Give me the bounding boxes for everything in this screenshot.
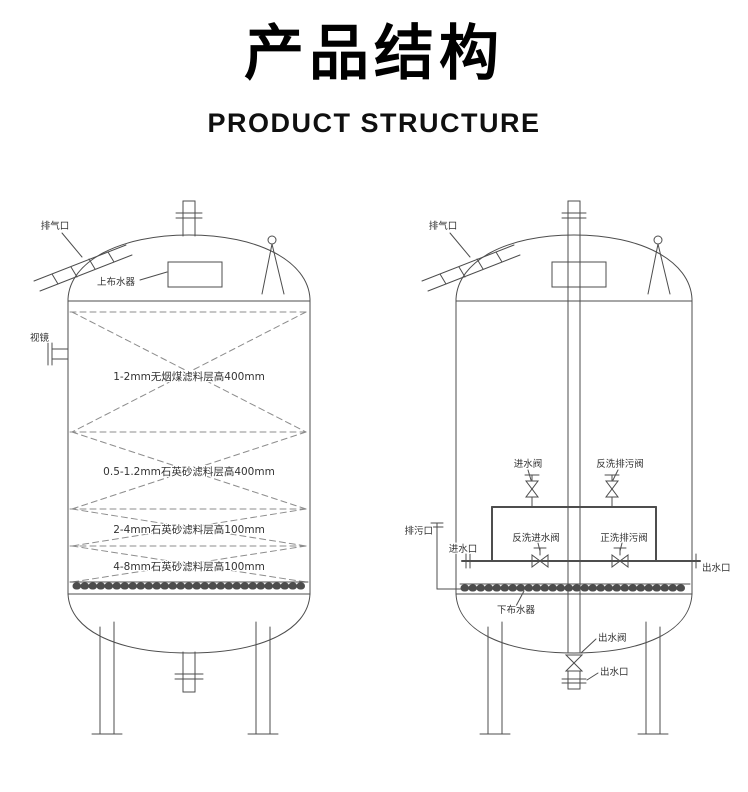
outlet-valve-symbol [561, 638, 599, 690]
product-structure-diagram: 排气口 上布水器 视镜 1-2mm无烟煤滤料层高400mm 0.5-1.2mm石… [29, 200, 732, 735]
media-layer-label-1: 1-2mm无烟煤滤料层高400mm [113, 370, 265, 383]
backwash-inlet-valve-symbol [531, 542, 549, 568]
left-manhole [167, 261, 223, 288]
right-lower-distributor [459, 583, 691, 607]
right-legs [479, 621, 669, 735]
page-header: 产品结构 PRODUCT STRUCTURE [0, 0, 748, 139]
right-central-pipe [561, 200, 587, 653]
left-sight-glass-label: 视镜 [30, 332, 50, 344]
right-tank-drawing: 排气口 进水阀 反洗排污阀 反洗进水阀 正洗排污阀 排污口 进水口 出水口 下布… [403, 200, 732, 735]
backwash-drain-valve-label: 反洗排污阀 [596, 458, 644, 470]
page-subtitle: PRODUCT STRUCTURE [207, 108, 541, 138]
inlet-port-label: 进水口 [449, 543, 478, 555]
right-manhole [551, 261, 607, 288]
manifold-flanges [465, 553, 697, 569]
drain-stub-pipe [430, 522, 463, 590]
backwash-drain-valve-symbol [604, 469, 620, 508]
left-bottom-nozzle [174, 651, 204, 693]
right-valve-manifold [461, 506, 701, 562]
left-lifting-lug [261, 235, 285, 295]
left-top-nozzle [175, 200, 203, 237]
media-layer-label-2: 0.5-1.2mm石英砂滤料层高400mm [103, 465, 275, 478]
left-media-layers-hatching [69, 311, 309, 583]
left-lower-distributor [69, 581, 309, 590]
left-upper-distributor-label: 上布水器 [97, 276, 136, 288]
drain-port-label: 排污口 [404, 525, 433, 537]
left-legs [91, 621, 279, 735]
left-ladder [33, 232, 133, 292]
left-tank-drawing: 排气口 上布水器 视镜 1-2mm无烟煤滤料层高400mm 0.5-1.2mm石… [29, 200, 311, 735]
left-sight-glass [47, 342, 69, 366]
right-vent-label: 排气口 [429, 220, 458, 232]
left-tank-shell [67, 234, 311, 654]
right-lifting-lug [647, 235, 671, 295]
backwash-inlet-valve-label: 反洗进水阀 [512, 532, 560, 544]
lower-distributor-label: 下布水器 [497, 604, 536, 616]
rinse-drain-valve-symbol [611, 542, 629, 568]
bottom-outlet-label: 出水口 [600, 666, 629, 678]
page-title: 产品结构 [244, 19, 504, 89]
outlet-valve-label: 出水阀 [598, 632, 627, 644]
media-layer-label-3: 2-4mm石英砂滤料层高100mm [113, 523, 265, 536]
right-ladder [421, 232, 521, 292]
left-vent-label: 排气口 [41, 220, 70, 232]
media-layer-label-4: 4-8mm石英砂滤料层高100mm [113, 560, 265, 573]
rinse-drain-valve-label: 正洗排污阀 [600, 532, 648, 544]
inlet-valve-label: 进水阀 [514, 458, 543, 470]
outlet-port-label: 出水口 [702, 562, 731, 574]
inlet-valve-symbol [524, 469, 540, 508]
